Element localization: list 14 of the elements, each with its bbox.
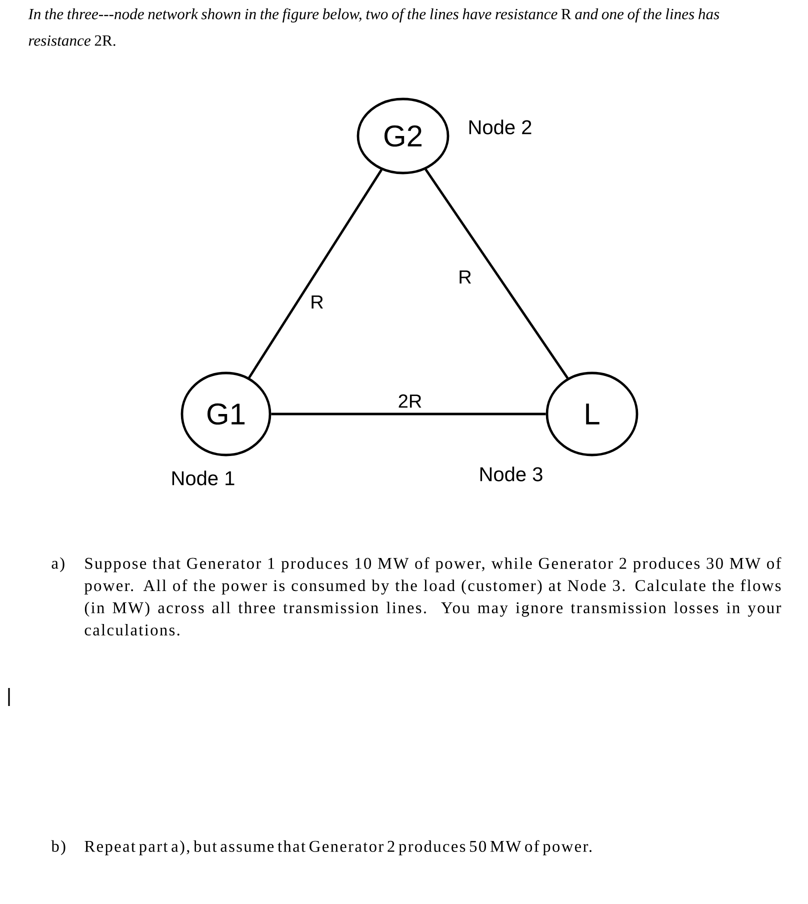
connection-line bbox=[248, 169, 382, 378]
edge-label: R bbox=[312, 295, 323, 309]
connection-line bbox=[271, 412, 546, 416]
problem-statement: In the three---node network shown in the figure below, two of the lines have resistance R and one of the lines has resistance 2R. bbox=[28, 8, 720, 46]
connection-line bbox=[424, 168, 569, 379]
item-marker: b) bbox=[51, 840, 66, 856]
edge-label: 2R bbox=[398, 394, 422, 408]
question-text: Repeat part a), but assume that Generator 2 produces 50 MW of power. bbox=[84, 840, 592, 856]
node-caption: Node 1 bbox=[172, 470, 234, 486]
node-caption: Node 3 bbox=[480, 466, 542, 482]
edge-label: R bbox=[460, 270, 471, 284]
question-text: Suppose that Generator 1 produces 10 MW of power, while Generator 2 produces 30 MW of power. All of the power is consumed by the load (customer) at Node 3. Calculate the flows (in MW) across all three transmission lines. You may ignore transmission losses in your calculations. bbox=[84, 557, 782, 636]
item-marker: a) bbox=[52, 557, 64, 572]
node-caption: Node 2 bbox=[469, 120, 532, 134]
